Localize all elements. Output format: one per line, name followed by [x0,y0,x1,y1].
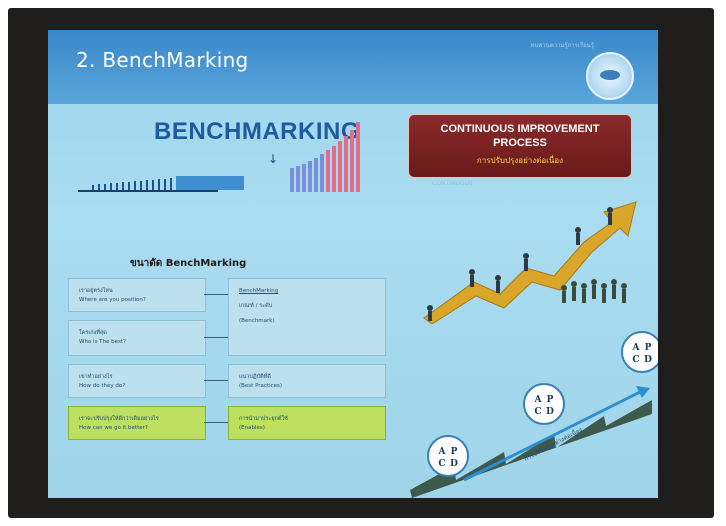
pdca-letter: C [438,459,445,469]
bar-tick [158,179,160,190]
box-line: เขาทำอย่างไร [79,374,113,380]
stair-direction-arrow-icon [463,388,645,482]
pdca-letter: D [546,407,554,417]
bar-tick [128,182,130,190]
rising-bar [326,150,330,192]
down-arrow-icon: ↓ [268,152,279,166]
slide-header-bar: 2. BenchMarking ทบทวนความรู้การเรียนรู้ [48,30,658,104]
process-box-better: เราจะปรับปรุงให้ดีกว่าเดิมอย่างไร How ca… [68,406,206,440]
box-line: (Best Practices) [239,383,283,389]
bar-tick [92,185,94,190]
cip-thai-subtitle: การปรับปรุงอย่างต่อเนื่อง [476,156,564,165]
arrow-head-icon [636,386,650,398]
box-line: เกณฑ์ / ระดับ [239,303,273,309]
bar-tick [170,178,172,190]
pdca-letter: A [534,395,543,405]
box-line: การนำมาประยุกต์ใช้ [239,416,288,422]
stair-label: การปรับปรุงอย่างต่อเนื่อง [523,426,584,463]
connector-line [204,380,228,381]
cip-title-line1: CONTINUOUS IMPROVEMENT [440,123,600,135]
bar-tick [134,181,136,190]
crowd-icon [561,279,627,303]
cip-under-text: CONTINUOUS [432,180,473,187]
people-figures-icon [427,207,613,321]
pdca-letter: D [450,459,458,469]
process-box-benchmarking: BenchMarking เกณฑ์ / ระดับ (Benchmark) [228,278,386,356]
process-box-enables: การนำมาประยุกต์ใช้ (Enables) [228,406,386,440]
pdca-letter: A [632,343,641,353]
header-subtitle: ทบทวนความรู้การเรียนรู้ [530,43,594,49]
box-line: (Enables) [239,425,265,431]
slide-title: 2. BenchMarking [76,48,249,72]
box-line: Who is The best? [79,339,126,345]
bar-block [176,176,244,190]
pdca-letter: C [534,407,541,417]
pdca-letter: P [451,447,458,457]
connector-line [204,422,228,423]
rising-bar [344,136,348,192]
rising-bar [332,146,336,192]
pdca-letter: D [644,355,652,365]
box-line: How can we go it better? [79,425,148,431]
process-box-who: ใครเก่งที่สุด Who is The best? [68,320,206,356]
rising-bar [308,161,312,192]
process-box-how: เขาทำอย่างไร How do they do? [68,364,206,398]
bar-strip-baseline [78,190,218,192]
logo-emblem-icon [600,70,620,80]
bar-tick [98,184,100,190]
pdca-letter: C [632,355,639,365]
bar-tick [110,183,112,190]
bar-tick [146,180,148,190]
presentation-slide: 2. BenchMarking ทบทวนความรู้การเรียนรู้ … [48,30,658,498]
pdca-letters: A P C D A P C D A P C D [438,343,653,469]
continuous-improvement-banner: CONTINUOUS IMPROVEMENT PROCESS การปรับปร… [408,114,632,178]
rising-arrow-people-illustration [423,201,637,324]
bar-tick [140,181,142,190]
pdca-letter: P [547,395,554,405]
bar-tick [104,184,106,190]
rising-bar [290,168,294,192]
benchmarking-heading: BENCHMARKING [154,118,360,145]
process-box-best-practices: แนวปฏิบัติที่ดี (Best Practices) [228,364,386,398]
rising-bar [350,130,354,192]
pdca-wheel-icon [427,331,658,477]
process-diagram-title: ขนาดัด BenchMarking [130,258,247,269]
rising-bar [356,122,360,192]
box-line: BenchMarking [239,288,279,294]
box-line: เราอยู่ตรงไหน [79,288,113,294]
rising-bar [338,141,342,192]
box-line: ใครเก่งที่สุด [79,330,107,336]
bar-tick [164,179,166,190]
rising-bar [320,154,324,192]
pdca-letter: A [438,447,447,457]
connector-line [204,294,228,295]
pdca-staircase-illustration: A P C D A P C D A P C D การปรับปรุงอย่าง… [410,331,658,498]
cip-title-line2: PROCESS [493,137,547,149]
rising-bars-graphic [290,120,362,192]
box-line: Where are you position? [79,297,146,303]
box-line: How do they do? [79,383,126,389]
box-line: (Benchmark) [239,318,275,324]
rising-bar [302,164,306,192]
bar-tick [116,183,118,190]
process-box-where: เราอยู่ตรงไหน Where are you position? [68,278,206,312]
pdca-letter: P [645,343,652,353]
bar-tick [122,182,124,190]
bar-strip-graphic [78,176,244,192]
growth-arrow-icon [423,201,637,324]
connector-line [204,337,228,338]
stair-ramp-icon [410,400,652,498]
rising-bar [314,158,318,192]
bar-tick [152,180,154,190]
logo-emblem [586,52,634,100]
box-line: เราจะปรับปรุงให้ดีกว่าเดิมอย่างไร [79,416,159,422]
box-line: แนวปฏิบัติที่ดี [239,374,271,380]
rising-bar [296,166,300,192]
